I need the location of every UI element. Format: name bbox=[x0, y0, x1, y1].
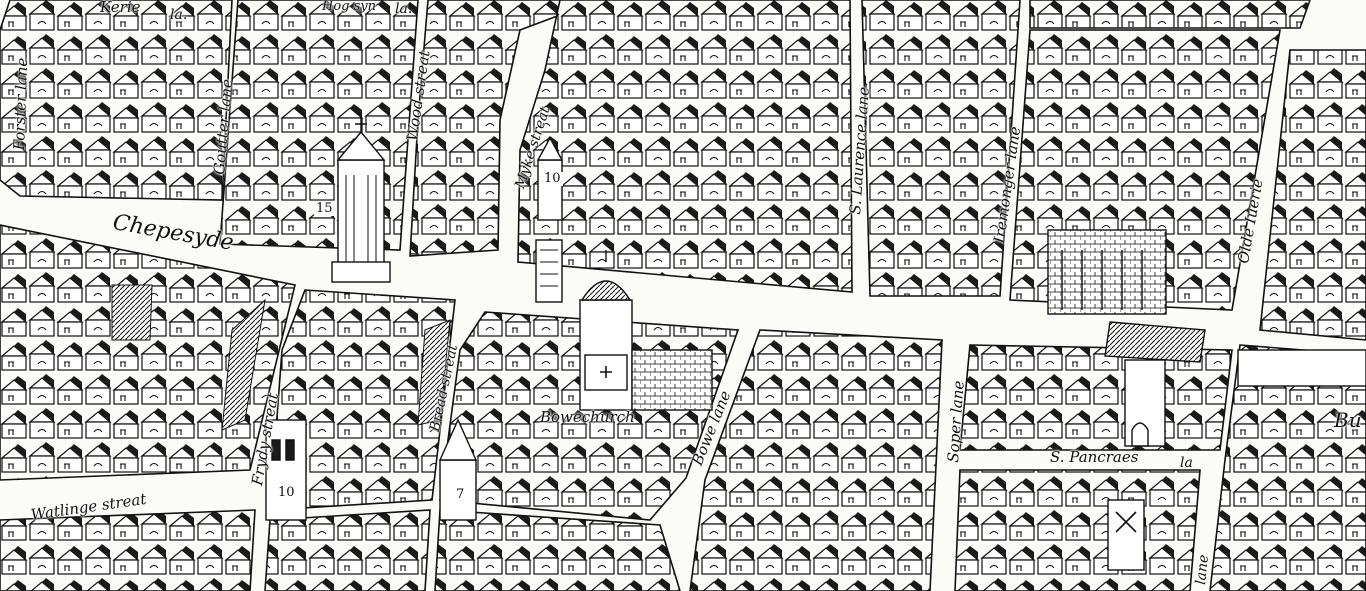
label-hogsyn-la: la. bbox=[395, 1, 413, 17]
lane-hatching bbox=[111, 284, 451, 431]
label-hogsyn: Hog syn bbox=[322, 0, 377, 14]
label-bowe-church: Bowechurch bbox=[540, 408, 635, 426]
reference-number-7: 7 bbox=[454, 487, 467, 503]
notable-buildings bbox=[265, 116, 1366, 571]
label-forster-lane: Forster lane bbox=[10, 57, 32, 151]
reference-number-10-myke: 10 bbox=[542, 171, 563, 187]
reference-number-15: 15 bbox=[314, 201, 335, 217]
label-bu: Bu bbox=[1334, 408, 1362, 432]
label-pancraes-la: la bbox=[1180, 455, 1193, 471]
label-kerie-la: la. bbox=[170, 7, 188, 23]
label-lane-bottom: lane bbox=[1193, 553, 1213, 586]
label-kerie: Kerie bbox=[100, 0, 141, 16]
label-pancraes: S. Pancraes bbox=[1050, 448, 1139, 466]
reference-number-10-frydy: 10 bbox=[276, 485, 297, 501]
